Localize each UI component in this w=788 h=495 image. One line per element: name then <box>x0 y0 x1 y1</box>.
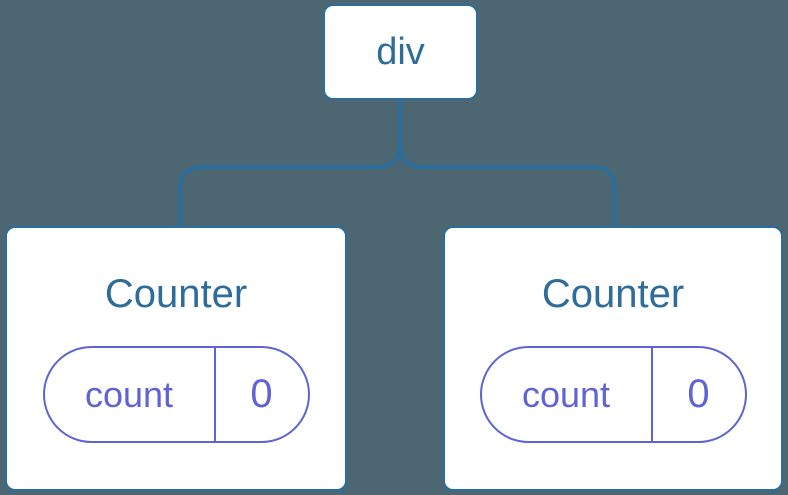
counter-title: Counter <box>104 272 248 316</box>
root-node-label: div <box>376 30 425 73</box>
connector-right-branch <box>398 100 617 227</box>
tree-node-counter-left: Counter count 0 <box>5 226 347 491</box>
connector-left-branch <box>178 100 402 227</box>
state-pill: count 0 <box>42 346 310 443</box>
state-value: 0 <box>687 372 710 416</box>
state-label: count <box>521 373 611 415</box>
state-pill-divider <box>213 348 216 441</box>
tree-node-counter-right: Counter count 0 <box>443 226 783 491</box>
state-value: 0 <box>250 372 273 416</box>
state-label: count <box>84 373 174 415</box>
state-pill: count 0 <box>479 346 747 443</box>
counter-title: Counter <box>541 272 685 316</box>
tree-node-div: div <box>323 4 478 100</box>
state-pill-divider <box>650 348 653 441</box>
